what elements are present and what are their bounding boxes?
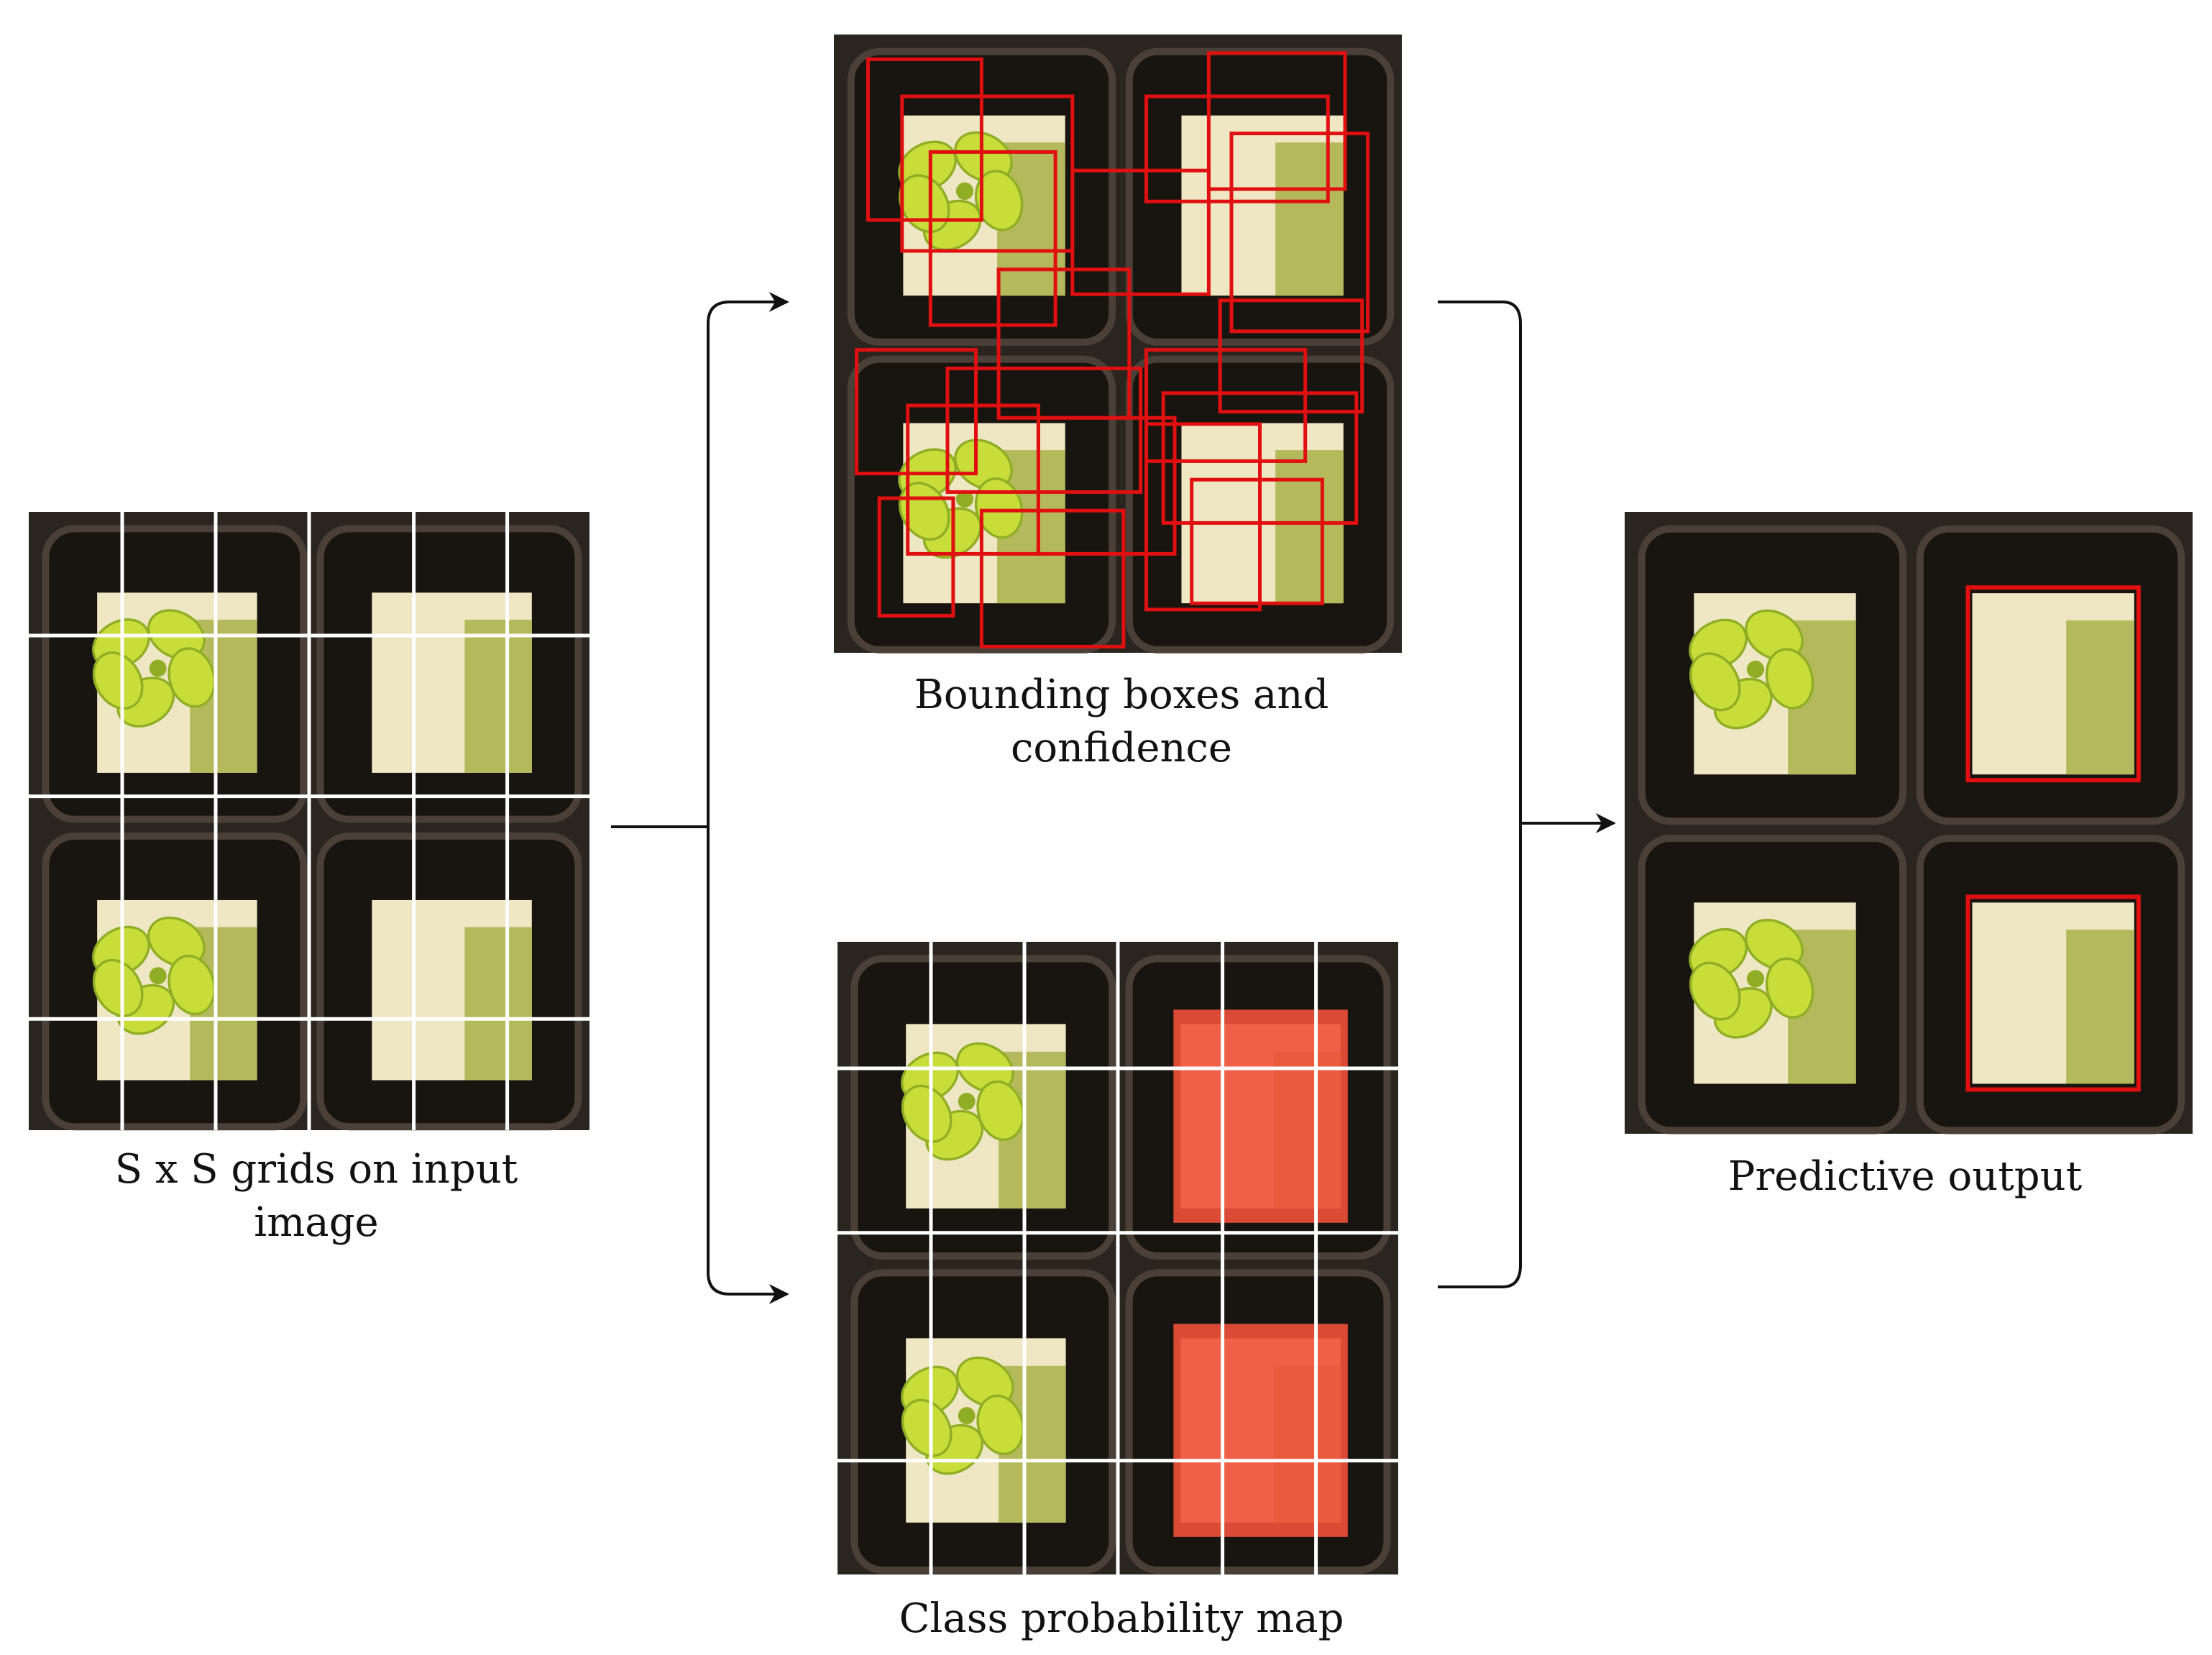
- algae-patch: [2066, 930, 2134, 1084]
- split-arrow-down: [707, 827, 789, 1304]
- candidate-box: [1036, 416, 1177, 556]
- stem-center: [1746, 970, 1765, 988]
- candidate-box: [1190, 477, 1324, 605]
- leaf: [167, 954, 216, 1016]
- candidate-box: [979, 508, 1126, 648]
- candidate-box: [866, 57, 983, 222]
- class-region: [1173, 1009, 1348, 1223]
- stem-center: [958, 1407, 976, 1425]
- leaf: [1765, 957, 1814, 1019]
- leaf: [955, 1356, 1014, 1408]
- leaf: [167, 647, 216, 708]
- caption-class-probability: Class probability map: [899, 1595, 1344, 1642]
- leaf: [147, 916, 206, 968]
- detection-box: [1965, 585, 2141, 783]
- candidate-box: [1144, 348, 1308, 463]
- stem-center: [955, 182, 974, 200]
- detection-box: [1965, 894, 2141, 1092]
- algae-patch: [464, 927, 532, 1081]
- seedling: [901, 1042, 1024, 1161]
- candidate-box: [877, 496, 955, 618]
- leaf: [1689, 652, 1741, 712]
- seedling: [92, 609, 216, 728]
- leaf: [974, 170, 1024, 231]
- candidate-box: [1144, 422, 1262, 612]
- stem-center: [149, 967, 167, 985]
- grid-lines: [29, 512, 589, 1130]
- candidate-box: [855, 348, 978, 476]
- bounding-boxes-panel: [834, 35, 1402, 654]
- candidate-box: [1229, 132, 1370, 334]
- input-image-panel: [29, 512, 589, 1131]
- merge-bracket: [1438, 301, 1522, 1288]
- leaf: [901, 1398, 953, 1457]
- candidate-box: [1070, 168, 1211, 296]
- stem-center: [149, 659, 167, 677]
- grid-lines: [837, 942, 1398, 1574]
- leaf: [898, 174, 950, 234]
- caption-bounding-boxes: Bounding boxes and confidence: [914, 671, 1329, 771]
- leaf: [1765, 648, 1814, 710]
- leaf: [901, 1084, 953, 1143]
- leaf: [954, 131, 1013, 183]
- caption-predictive-output: Predictive output: [1727, 1153, 2083, 1200]
- seedling: [1689, 918, 1814, 1039]
- split-arrow-up: [707, 292, 789, 827]
- seedling: [898, 439, 1024, 559]
- algae-patch: [1275, 142, 1344, 296]
- stem-center: [958, 1093, 976, 1111]
- class-region: [1173, 1324, 1348, 1537]
- class-probability-panel: [837, 942, 1398, 1574]
- leaf: [976, 1394, 1024, 1456]
- algae-patch: [2066, 620, 2134, 775]
- leaf: [92, 651, 144, 710]
- seedling: [92, 916, 216, 1035]
- leaf: [954, 439, 1013, 490]
- stem-center: [1746, 660, 1765, 679]
- algae-patch: [1275, 450, 1344, 604]
- seedling: [1689, 609, 1814, 730]
- leaf: [1689, 961, 1741, 1021]
- algae-patch: [464, 619, 532, 773]
- predictive-output-panel: [1625, 512, 2193, 1134]
- seedling: [898, 131, 1024, 252]
- candidate-box: [1218, 298, 1364, 414]
- stem-center: [955, 490, 974, 508]
- candidate-box: [928, 150, 1057, 327]
- leaf: [976, 1080, 1024, 1142]
- flow-arrows: [611, 292, 1616, 1304]
- leaf: [92, 958, 144, 1017]
- candidate-box: [1206, 51, 1347, 191]
- candidate-box: [945, 366, 1143, 494]
- candidate-box: [1144, 94, 1330, 203]
- leaf: [1745, 609, 1804, 661]
- leaf: [1745, 918, 1804, 971]
- caption-input: S x S grids on input image: [114, 1146, 518, 1246]
